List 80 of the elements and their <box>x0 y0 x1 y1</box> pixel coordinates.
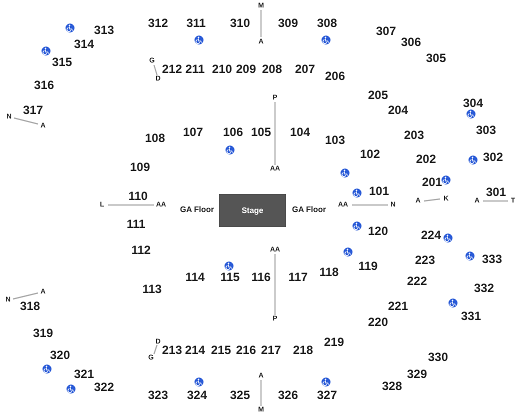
section-number: 217 <box>260 344 282 356</box>
section-number: 309 <box>278 17 298 29</box>
section-number: 211 <box>185 63 205 75</box>
section-number: 107 <box>182 126 204 138</box>
section-number: 114 <box>185 271 205 283</box>
section-number: 208 <box>262 63 282 75</box>
section-number: 109 <box>130 161 150 173</box>
section-number: 101 <box>368 185 390 197</box>
section-number: 224 <box>420 229 442 241</box>
section-number: 207 <box>294 63 316 75</box>
section-number: 333 <box>482 253 502 265</box>
section-number: 104 <box>290 126 310 138</box>
section-number: 209 <box>236 63 256 75</box>
section-number: 213 <box>162 344 182 356</box>
section-number: 110 <box>128 190 148 202</box>
section-number: 222 <box>406 275 428 287</box>
section-number: 317 <box>22 104 44 116</box>
section-number: 206 <box>324 70 346 82</box>
section-number: 313 <box>94 24 114 36</box>
section-number: 221 <box>388 300 408 312</box>
section-number: 212 <box>162 63 182 75</box>
section-number: 331 <box>460 310 482 322</box>
section-number: 120 <box>368 225 388 237</box>
section-number: 319 <box>32 327 54 339</box>
section-number: 302 <box>482 151 504 163</box>
section-number: 118 <box>319 266 339 278</box>
section-number: 223 <box>414 254 436 266</box>
section-number: 205 <box>368 89 388 101</box>
stage-box: Stage <box>219 194 286 227</box>
section-number: 311 <box>186 17 206 29</box>
section-number: 210 <box>212 63 232 75</box>
section-number: 321 <box>74 368 94 380</box>
section-number: 323 <box>148 389 168 401</box>
section-number: 204 <box>388 104 408 116</box>
section-number: 219 <box>324 336 344 348</box>
section-number: 320 <box>50 349 70 361</box>
section-number: 102 <box>360 148 380 160</box>
section-number: 216 <box>236 344 256 356</box>
section-number: 324 <box>186 389 208 401</box>
section-number: 115 <box>220 271 240 283</box>
section-number: 329 <box>406 368 428 380</box>
section-number: 111 <box>126 218 146 230</box>
section-number: 220 <box>368 316 388 328</box>
section-number: 312 <box>148 17 168 29</box>
section-number: 215 <box>210 344 232 356</box>
section-number: 332 <box>474 282 494 294</box>
section-number: 119 <box>358 260 378 272</box>
floor-label: GA Floor <box>180 206 214 214</box>
section-number: 301 <box>486 186 506 198</box>
section-number: 303 <box>476 124 496 136</box>
section-number: 218 <box>292 344 314 356</box>
section-number: 328 <box>382 380 402 392</box>
section-number: 315 <box>52 56 72 68</box>
section-number: 306 <box>400 36 422 48</box>
section-number: 330 <box>428 351 448 363</box>
section-number: 322 <box>94 381 114 393</box>
section-number: 325 <box>230 389 250 401</box>
section-number: 202 <box>416 153 436 165</box>
section-number: 327 <box>316 389 338 401</box>
section-number: 307 <box>376 25 396 37</box>
section-number: 304 <box>462 97 484 109</box>
section-number: 310 <box>230 17 250 29</box>
section-number: 318 <box>20 300 40 312</box>
section-number: 214 <box>184 344 206 356</box>
section-number: 308 <box>316 17 338 29</box>
section-number: 203 <box>404 129 424 141</box>
section-number: 316 <box>34 79 54 91</box>
section-number: 103 <box>324 134 346 146</box>
section-number: 116 <box>251 271 271 283</box>
section-number: 106 <box>222 126 244 138</box>
section-number: 117 <box>288 271 308 283</box>
section-number: 112 <box>131 244 151 256</box>
section-number: 108 <box>144 132 166 144</box>
section-number: 105 <box>250 126 272 138</box>
section-number: 305 <box>426 52 446 64</box>
section-number: 314 <box>74 38 94 50</box>
floor-label: GA Floor <box>292 206 326 214</box>
section-number: 201 <box>422 176 442 188</box>
section-number: 326 <box>278 389 298 401</box>
section-number: 113 <box>142 283 162 295</box>
